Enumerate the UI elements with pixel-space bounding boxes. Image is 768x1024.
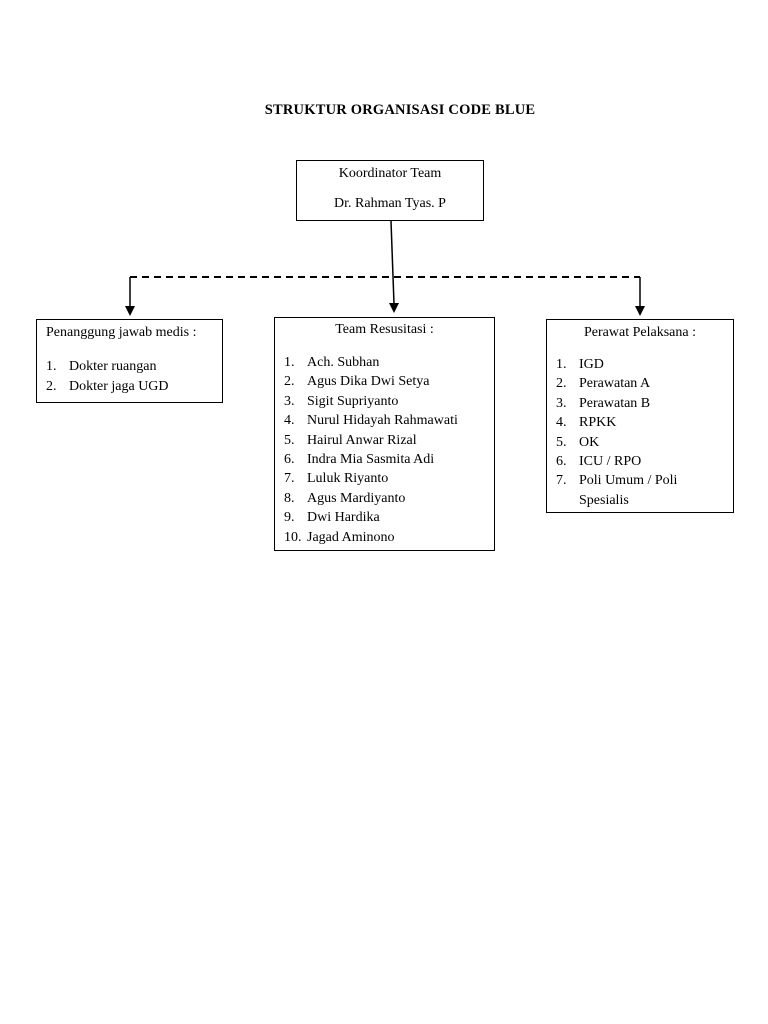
list-item: 2.Agus Dika Dwi Setya <box>284 374 430 390</box>
list-item: 4.RPKK <box>556 415 617 431</box>
list-item: 5.Hairul Anwar Rizal <box>284 432 417 448</box>
list-item: 1.IGD <box>556 357 604 372</box>
list-item: 8.Agus Mardiyanto <box>284 490 406 506</box>
list-item: 6.ICU / RPO <box>556 453 642 469</box>
team-list: 1.Ach. Subhan 2.Agus Dika Dwi Setya 3.Si… <box>284 353 489 547</box>
coordinator-name: Dr. Rahman Tyas. P <box>334 196 446 211</box>
perawat-list: 1.IGD 2.Perawatan A 3.Perawatan B 4.RPKK… <box>556 355 731 510</box>
coordinator-box: Koordinator Team Dr. Rahman Tyas. P <box>296 160 484 221</box>
solid-connector <box>390 220 395 305</box>
medis-heading: Penanggung jawab medis : <box>46 325 197 340</box>
list-item: 2.Dokter jaga UGD <box>46 378 169 394</box>
arrowhead-medis <box>125 306 135 316</box>
list-item: 7.Poli Umum / Poli Spesialis <box>556 473 678 508</box>
medis-list: 1.Dokter ruangan 2.Dokter jaga UGD <box>46 357 216 396</box>
list-item: 5.OK <box>556 434 600 450</box>
perawat-heading: Perawat Pelaksana : <box>584 325 696 340</box>
arrowhead-team <box>389 303 399 313</box>
page-title: STRUKTUR ORGANISASI CODE BLUE <box>264 102 536 118</box>
list-item: 1.Dokter ruangan <box>46 359 157 374</box>
list-item: 1.Ach. Subhan <box>284 355 380 370</box>
coordinator-role: Koordinator Team <box>338 166 442 181</box>
arrowhead-perawat <box>635 306 645 316</box>
list-item: 9.Dwi Hardika <box>284 510 380 526</box>
team-box: Team Resusitasi : 1.Ach. Subhan 2.Agus D… <box>274 317 495 551</box>
list-item: 6.Indra Mia Sasmita Adi <box>284 451 435 467</box>
list-item: 4.Nurul Hidayah Rahmawati <box>284 413 458 429</box>
perawat-box: Perawat Pelaksana : 1.IGD 2.Perawatan A … <box>546 319 734 513</box>
medis-box: Penanggung jawab medis : 1.Dokter ruanga… <box>36 319 223 403</box>
list-item: 7.Luluk Riyanto <box>284 471 389 487</box>
team-heading: Team Resusitasi : <box>335 322 434 337</box>
list-item: 10.Jagad Aminono <box>284 529 395 545</box>
list-item: 2.Perawatan A <box>556 376 651 392</box>
list-item: 3.Perawatan B <box>556 395 651 411</box>
list-item: 3.Sigit Supriyanto <box>284 393 399 409</box>
